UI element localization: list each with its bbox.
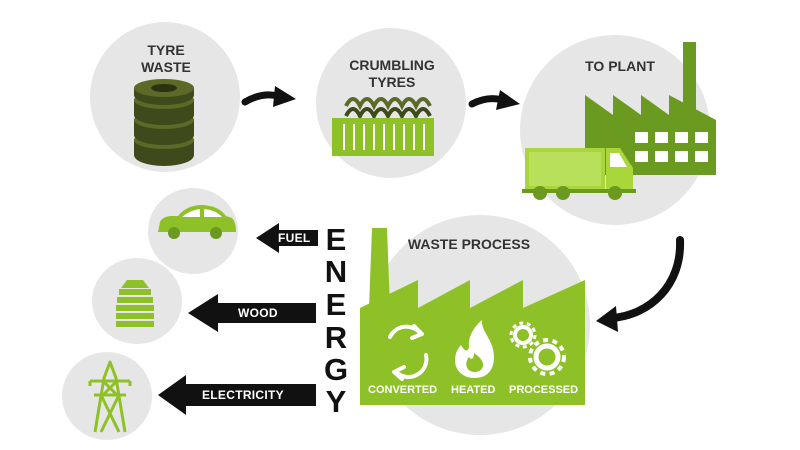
to-plant-label: TO PLANT: [585, 58, 655, 74]
energy-letter-e1: E: [325, 222, 347, 257]
crumbling-tyres-label: CRUMBLING TYRES: [349, 57, 435, 90]
energy-letter-y: Y: [325, 384, 347, 419]
truck-icon: [522, 148, 636, 200]
arrow-tyre-to-crumbling: [241, 86, 296, 107]
electricity-arrow: [158, 375, 316, 415]
flame-icon: [455, 320, 494, 378]
energy-letter-n: N: [324, 254, 348, 289]
car-icon: [158, 205, 236, 239]
waste-process-label: WASTE PROCESS: [407, 236, 531, 252]
gears-icon: [509, 321, 566, 376]
wood-stack-icon: [116, 280, 154, 327]
crumbling-tyres-icon: [332, 97, 434, 156]
wood-label: WOOD: [238, 306, 278, 320]
energy-letter-r: R: [324, 320, 348, 355]
fuel-label: FUEL: [278, 231, 311, 245]
recycle-icon: [388, 324, 429, 381]
arrow-crumbling-to-plant: [468, 90, 520, 110]
process-step-converted: CONVERTED: [368, 384, 438, 396]
pylon-icon: [88, 360, 132, 433]
wood-arrow: [188, 294, 316, 332]
arrow-plant-to-process: [596, 236, 685, 332]
process-step-processed: PROCESSED: [509, 384, 579, 396]
tyre-waste-label: TYRE WASTE: [141, 42, 191, 75]
process-factory-icon: [360, 228, 585, 405]
fuel-arrow: [256, 223, 318, 253]
energy-letter-e2: E: [325, 287, 347, 322]
electricity-label: ELECTRICITY: [202, 388, 284, 402]
tyre-stack-icon: [134, 79, 194, 166]
energy-letter-g: G: [323, 352, 349, 387]
process-step-heated: HEATED: [451, 384, 496, 396]
